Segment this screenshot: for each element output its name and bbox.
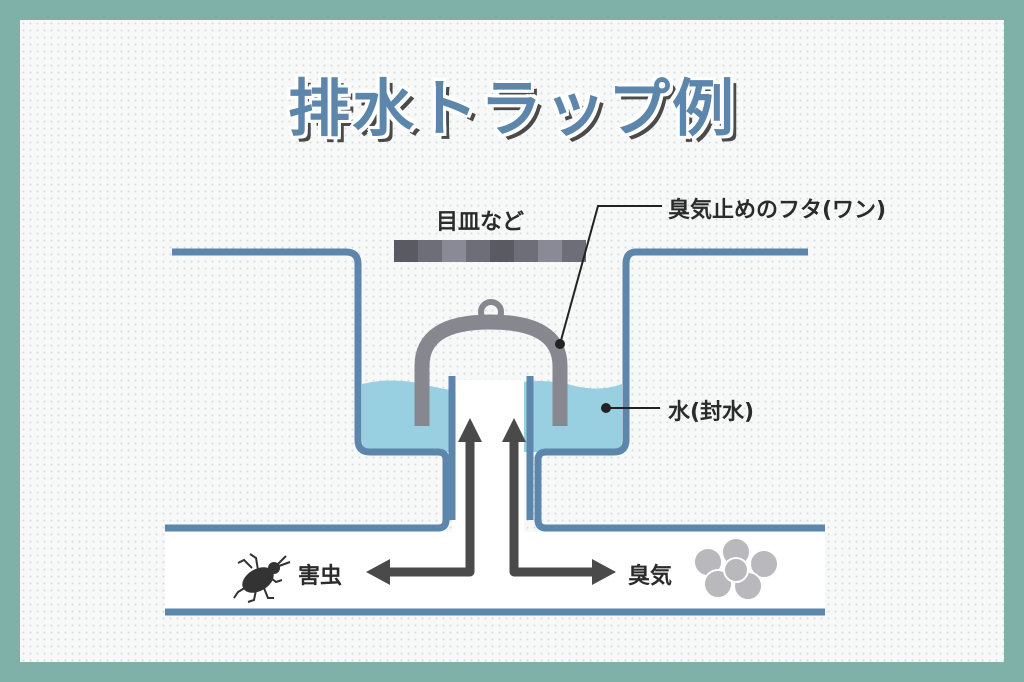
- lid-handle: [478, 299, 504, 325]
- arrow-left-icon: [366, 559, 390, 585]
- grate: [394, 240, 586, 262]
- arrow-up-icon: [502, 418, 526, 442]
- bug-icon: [233, 553, 291, 603]
- lid-leader-line: [559, 205, 662, 345]
- water-leader-dot: [601, 403, 611, 413]
- arrow-right-icon: [592, 559, 616, 585]
- diagram-title: 排水トラップ例: [287, 72, 736, 145]
- water-label: 水(封水): [668, 400, 755, 425]
- pipe-wall-left: [165, 248, 450, 532]
- pests-label: 害虫: [298, 564, 343, 589]
- lid-leader-dot: [555, 339, 565, 349]
- grate-label: 目皿など: [436, 210, 525, 235]
- odor-cloud-icon: [693, 537, 779, 601]
- odor-pest-arrows: [384, 438, 598, 577]
- lid-label: 臭気止めのフタ(ワン): [668, 198, 887, 223]
- diagram-panel: [20, 20, 1004, 662]
- arrow-right-path: [509, 438, 598, 577]
- arrow-up-icon: [458, 418, 482, 442]
- trap-lid: [414, 299, 568, 426]
- odor-label: 臭気: [628, 564, 673, 589]
- pipe-wall-right: [534, 248, 825, 532]
- arrow-left-path: [384, 438, 475, 577]
